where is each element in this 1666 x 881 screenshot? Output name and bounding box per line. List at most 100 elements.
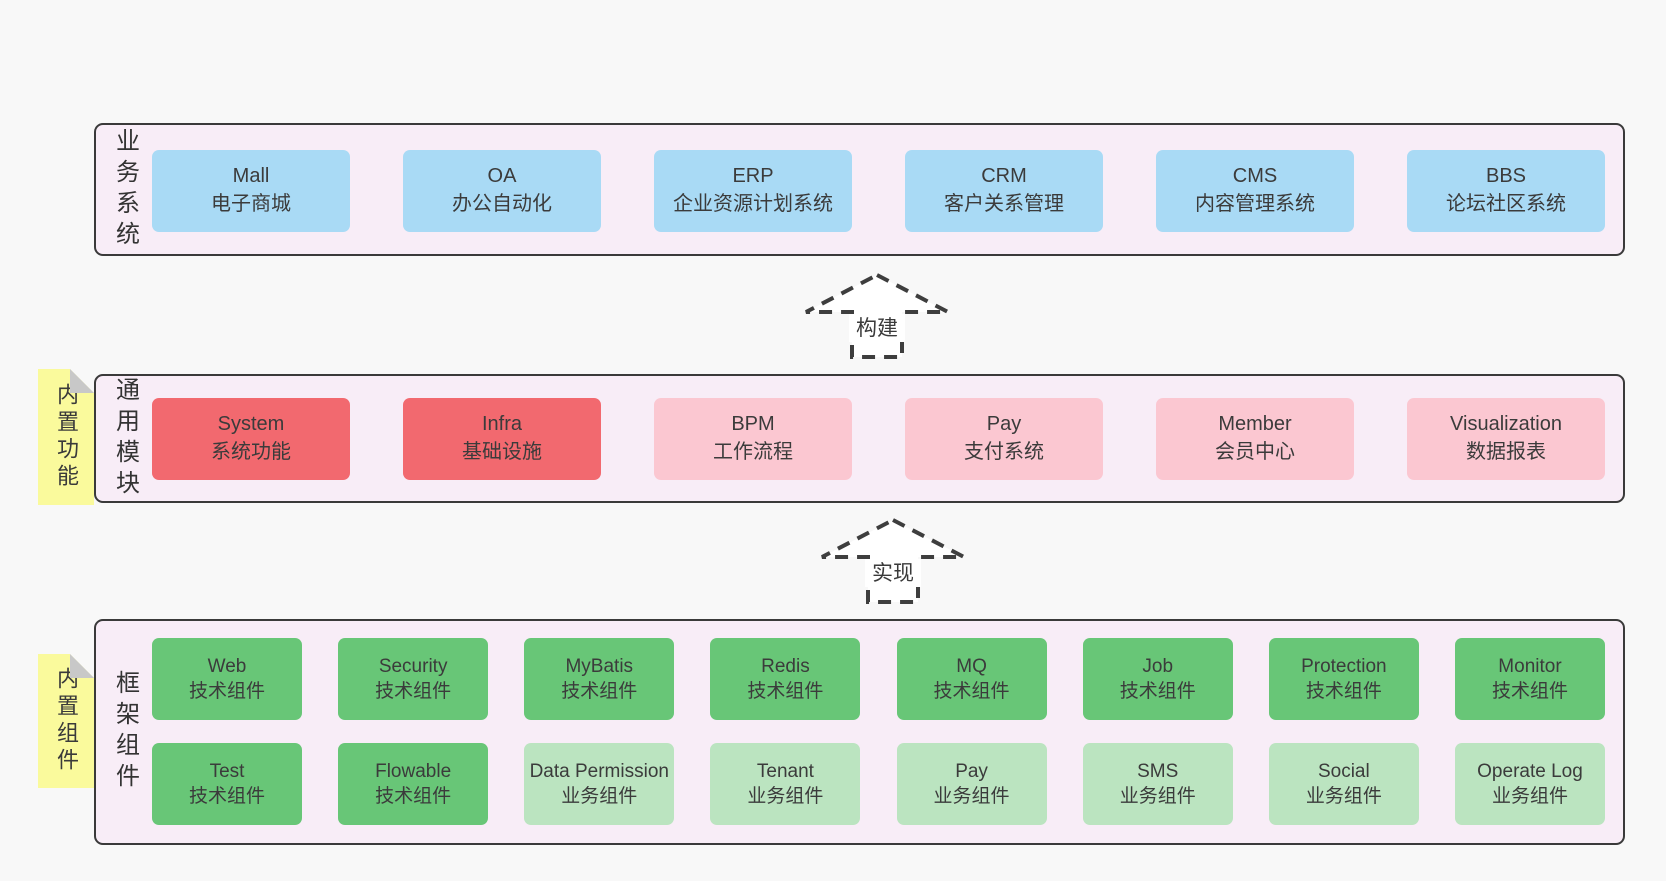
sticky-note-builtin-components: 内置组件 (38, 654, 94, 788)
framework-row-2: Test 技术组件 Flowable 技术组件 Data Permission … (152, 743, 1605, 825)
box-data-permission: Data Permission 业务组件 (524, 743, 675, 825)
box-subtitle: 业务组件 (561, 786, 638, 807)
box-test: Test 技术组件 (152, 743, 302, 825)
box-subtitle: 企业资源计划系统 (673, 193, 833, 215)
box-visualization: Visualization 数据报表 (1407, 398, 1605, 480)
box-subtitle: 支付系统 (964, 441, 1044, 463)
box-title: MQ (956, 655, 987, 677)
box-title: Web (207, 655, 247, 677)
box-title: Redis (761, 655, 810, 677)
box-operate-log: Operate Log 业务组件 (1454, 743, 1605, 825)
box-member: Member 会员中心 (1156, 398, 1354, 480)
build-arrow-label: 构建 (856, 317, 898, 340)
box-title: Pay (986, 413, 1022, 436)
box-job: Job 技术组件 (1082, 638, 1233, 720)
box-subtitle: 技术组件 (1491, 681, 1568, 702)
box-mall: Mall 电子商城 (152, 150, 350, 232)
framework-components-section: 框架组件 Web 技术组件 Security 技术组件 MyBatis 技术组件… (94, 619, 1625, 845)
box-title: ERP (732, 165, 774, 188)
framework-row-1: Web 技术组件 Security 技术组件 MyBatis 技术组件 Redi… (152, 638, 1605, 720)
box-subtitle: 技术组件 (747, 681, 824, 702)
box-title: CMS (1232, 165, 1278, 188)
box-subtitle: 技术组件 (188, 681, 265, 702)
box-title: Test (209, 760, 245, 782)
box-title: Job (1142, 655, 1174, 677)
modules-row: System 系统功能 Infra 基础设施 BPM 工作流程 Pay 支付系统… (152, 398, 1605, 480)
box-cms: CMS 内容管理系统 (1156, 150, 1354, 232)
box-mybatis: MyBatis 技术组件 (524, 638, 675, 720)
box-bbs: BBS 论坛社区系统 (1407, 150, 1605, 232)
box-title: BBS (1485, 165, 1527, 188)
box-subtitle: 技术组件 (933, 681, 1010, 702)
box-title: Visualization (1450, 413, 1562, 436)
box-title: Pay (955, 760, 988, 782)
box-flowable: Flowable 技术组件 (338, 743, 489, 825)
folded-corner-icon (70, 654, 94, 678)
box-redis: Redis 技术组件 (710, 638, 861, 720)
box-title: Tenant (756, 760, 814, 782)
implement-arrow-label: 实现 (872, 562, 914, 585)
business-systems-section: 业务系统 Mall 电子商城 OA 办公自动化 ERP 企业资源计划系统 CRM… (94, 123, 1625, 256)
sticky-note-builtin-features: 内置功能 (38, 369, 94, 505)
box-title: Mall (232, 165, 270, 188)
box-crm: CRM 客户关系管理 (905, 150, 1103, 232)
box-sms: SMS 业务组件 (1082, 743, 1233, 825)
box-title: Flowable (375, 760, 452, 782)
box-title: Operate Log (1477, 760, 1583, 782)
box-title: BPM (731, 413, 775, 436)
box-subtitle: 技术组件 (1119, 681, 1196, 702)
box-subtitle: 客户关系管理 (944, 193, 1064, 215)
box-bpm: BPM 工作流程 (654, 398, 852, 480)
box-subtitle: 业务组件 (933, 786, 1010, 807)
box-title: CRM (981, 165, 1027, 188)
box-mq: MQ 技术组件 (896, 638, 1047, 720)
box-title: Data Permission (529, 760, 669, 782)
box-subtitle: 技术组件 (375, 681, 452, 702)
box-title: SMS (1137, 760, 1179, 782)
box-infra: Infra 基础设施 (403, 398, 601, 480)
box-title: Security (378, 655, 448, 677)
box-subtitle: 会员中心 (1215, 441, 1295, 463)
implement-arrow-up-icon: 实现 (821, 517, 965, 604)
box-title: OA (487, 165, 517, 188)
box-system: System 系统功能 (152, 398, 350, 480)
box-subtitle: 工作流程 (713, 441, 793, 463)
folded-corner-icon (70, 369, 94, 393)
box-subtitle: 技术组件 (561, 681, 638, 702)
box-title: Social (1317, 760, 1370, 782)
box-subtitle: 办公自动化 (452, 193, 552, 215)
box-pay-component: Pay 业务组件 (896, 743, 1047, 825)
box-title: System (217, 413, 285, 436)
section-label-framework: 框架组件 (111, 670, 139, 794)
box-subtitle: 技术组件 (188, 786, 265, 807)
section-label-modules: 通用模块 (111, 376, 139, 501)
box-oa: OA 办公自动化 (403, 150, 601, 232)
box-tenant: Tenant 业务组件 (710, 743, 861, 825)
box-subtitle: 业务组件 (747, 786, 824, 807)
box-subtitle: 业务组件 (1491, 786, 1568, 807)
box-web: Web 技术组件 (152, 638, 302, 720)
box-subtitle: 数据报表 (1466, 441, 1546, 463)
box-subtitle: 技术组件 (375, 786, 452, 807)
box-security: Security 技术组件 (338, 638, 489, 720)
box-subtitle: 基础设施 (462, 441, 542, 463)
common-modules-section: 通用模块 System 系统功能 Infra 基础设施 BPM 工作流程 Pay… (94, 374, 1625, 503)
box-title: Protection (1301, 655, 1387, 677)
box-protection: Protection 技术组件 (1268, 638, 1419, 720)
sticky-label: 内置功能 (54, 383, 79, 491)
box-title: MyBatis (565, 655, 634, 677)
box-title: Member (1218, 413, 1292, 436)
box-subtitle: 业务组件 (1305, 786, 1382, 807)
sticky-label: 内置组件 (54, 667, 79, 775)
box-social: Social 业务组件 (1268, 743, 1419, 825)
box-subtitle: 技术组件 (1305, 681, 1382, 702)
box-subtitle: 系统功能 (211, 441, 291, 463)
section-label-business: 业务系统 (111, 127, 139, 252)
box-subtitle: 业务组件 (1119, 786, 1196, 807)
box-pay-module: Pay 支付系统 (905, 398, 1103, 480)
box-monitor: Monitor 技术组件 (1454, 638, 1605, 720)
box-title: Monitor (1498, 655, 1562, 677)
business-row: Mall 电子商城 OA 办公自动化 ERP 企业资源计划系统 CRM 客户关系… (152, 150, 1605, 232)
box-subtitle: 内容管理系统 (1195, 193, 1315, 215)
